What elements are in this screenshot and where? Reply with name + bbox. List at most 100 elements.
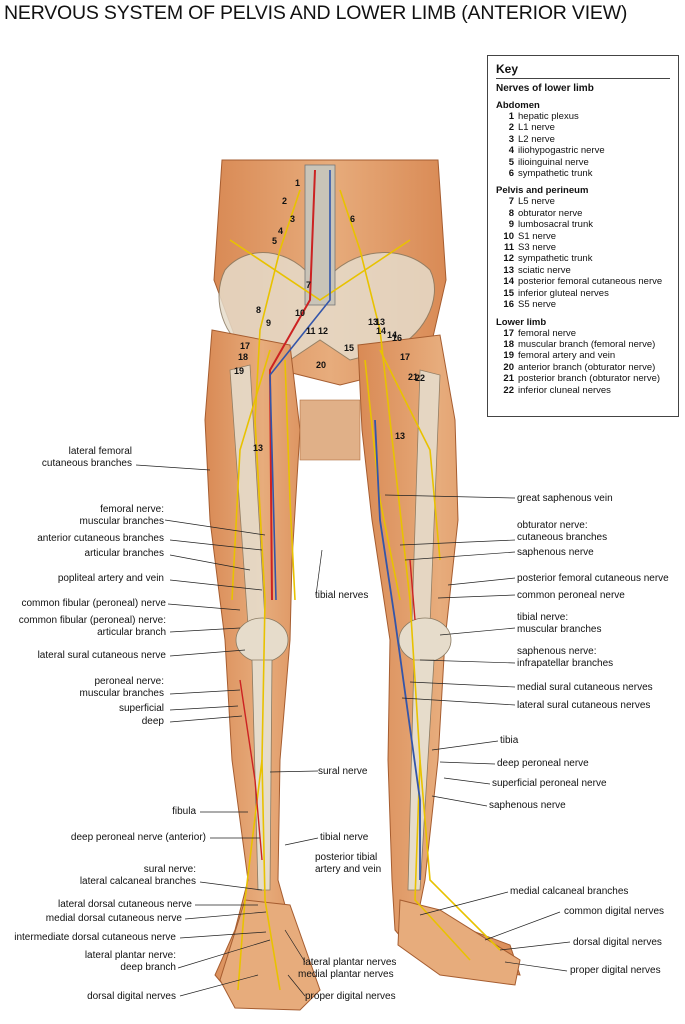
left-knee bbox=[235, 617, 289, 663]
key-item-number: 1 bbox=[508, 111, 514, 122]
figure-number: 9 bbox=[266, 318, 272, 328]
center-label: sural nerve bbox=[318, 766, 368, 777]
figure-number: 2 bbox=[282, 196, 288, 206]
key-item-number: 4 bbox=[508, 145, 514, 157]
key-item-label: iliohypogastric nerve bbox=[518, 145, 605, 157]
key-item-number: 13 bbox=[503, 264, 514, 276]
key-item-number: 15 bbox=[503, 287, 514, 299]
figure-number: 4 bbox=[278, 226, 284, 236]
right-label: saphenous nerve bbox=[489, 800, 566, 811]
figure-number: 13 bbox=[395, 431, 406, 441]
key-item-label: sciatic nerve bbox=[518, 264, 571, 276]
key-item-number: 5 bbox=[508, 156, 514, 168]
key-item-label: sympathetic trunk bbox=[518, 253, 593, 265]
key-item-label: posterior branch (obturator nerve) bbox=[518, 373, 661, 385]
key-item-label: muscular branch (femoral nerve) bbox=[518, 338, 656, 350]
key-item: 3 L2 nerve bbox=[496, 134, 670, 145]
key-item-number: 10 bbox=[503, 230, 514, 242]
key-item-number: 8 bbox=[508, 207, 514, 219]
key-item-label: hepatic plexus bbox=[518, 111, 579, 122]
key-item-number: 22 bbox=[503, 384, 514, 396]
center-label: tibial nerves bbox=[315, 590, 369, 601]
figure-number: 3 bbox=[290, 214, 296, 224]
key-item-number: 14 bbox=[503, 276, 514, 288]
key-item: 8 obturator nerve bbox=[496, 208, 670, 219]
key-item: 15 inferior gluteal nerves bbox=[496, 288, 670, 299]
key-item-number: 19 bbox=[503, 350, 514, 362]
right-label: proper digital nerves bbox=[570, 965, 661, 976]
figure-number: 21 bbox=[408, 372, 419, 382]
key-item-label: L1 nerve bbox=[518, 122, 555, 134]
left-label: deep bbox=[141, 716, 164, 727]
key-item-label: L2 nerve bbox=[518, 133, 555, 145]
key-item: 2 L1 nerve bbox=[496, 122, 670, 133]
right-label: deep peroneal nerve bbox=[497, 758, 589, 769]
key-item-label: ilioinguinal nerve bbox=[518, 156, 589, 168]
key-subheading: Nerves of lower limb bbox=[496, 83, 594, 94]
key-item-number: 16 bbox=[503, 299, 514, 311]
figure-number: 14 bbox=[387, 330, 398, 340]
key-item-label: posterior femoral cutaneous nerve bbox=[518, 276, 663, 288]
left-label: sural nerve:lateral calcaneal branches bbox=[79, 864, 196, 887]
figure-number: 17 bbox=[400, 352, 411, 362]
key-heading: Key bbox=[496, 62, 670, 79]
left-label: dorsal digital nerves bbox=[87, 991, 176, 1002]
key-item-label: inferior gluteal nerves bbox=[518, 287, 609, 299]
figure-number: 18 bbox=[238, 352, 249, 362]
left-label: articular branches bbox=[84, 548, 164, 559]
left-label: lateral dorsal cutaneous nerve bbox=[58, 899, 192, 910]
key-item-label: sympathetic trunk bbox=[518, 168, 593, 180]
key-item-label: anterior branch (obturator nerve) bbox=[518, 361, 656, 373]
key-item-number: 17 bbox=[503, 327, 514, 339]
right-label: dorsal digital nerves bbox=[573, 937, 662, 948]
key-item-number: 3 bbox=[508, 133, 514, 145]
figure-number: 11 bbox=[306, 326, 316, 336]
key-group-heading: Abdomen bbox=[496, 100, 540, 111]
key-item-number: 2 bbox=[508, 122, 514, 134]
center-label: lateral plantar nerves bbox=[303, 957, 397, 968]
figure-number: 13 bbox=[375, 317, 386, 327]
key-item-label: obturator nerve bbox=[518, 207, 583, 219]
figure-number: 20 bbox=[316, 360, 327, 370]
key-group-heading: Pelvis and perineum bbox=[496, 185, 589, 197]
figure-number: 1 bbox=[295, 178, 301, 188]
center-label: medial plantar nerves bbox=[298, 969, 394, 980]
right-label: obturator nerve:cutaneous branches bbox=[517, 520, 608, 543]
key-item-label: lumbosacral trunk bbox=[518, 219, 593, 231]
figure-number: 15 bbox=[344, 343, 355, 353]
right-label: common peroneal nerve bbox=[517, 590, 625, 601]
left-label: anterior cutaneous branches bbox=[37, 533, 164, 544]
key-item-label: S5 nerve bbox=[518, 299, 557, 311]
nerve-network bbox=[229, 189, 501, 991]
key-item-label: inferior cluneal nerves bbox=[518, 384, 611, 396]
figure-number: 13 bbox=[368, 317, 379, 327]
left-label: femoral nerve:muscular branches bbox=[79, 504, 164, 527]
right-label: medial sural cutaneous nerves bbox=[517, 682, 653, 693]
key-item: 13 sciatic nerve bbox=[496, 265, 670, 276]
figure-number: 16 bbox=[392, 333, 403, 343]
left-label: common fibular (peroneal) nerve:articula… bbox=[18, 615, 166, 638]
key-item: 19 femoral artery and vein bbox=[496, 350, 670, 361]
leader-lines bbox=[135, 464, 571, 997]
key-item: 14 posterior femoral cutaneous nerve bbox=[496, 276, 670, 287]
figure-number: 14 bbox=[376, 326, 387, 336]
right-label: tibial nerve:muscular branches bbox=[517, 612, 602, 635]
key-item-number: 11 bbox=[503, 242, 514, 254]
key-item-number: 21 bbox=[503, 373, 514, 385]
left-foot bbox=[219, 899, 321, 1011]
right-label: saphenous nerve:infrapatellar branches bbox=[517, 646, 614, 669]
key-item-label: femoral artery and vein bbox=[518, 350, 616, 362]
right-label: saphenous nerve bbox=[517, 547, 594, 558]
right-label: common digital nerves bbox=[564, 906, 665, 917]
key-item-number: 7 bbox=[508, 196, 514, 208]
